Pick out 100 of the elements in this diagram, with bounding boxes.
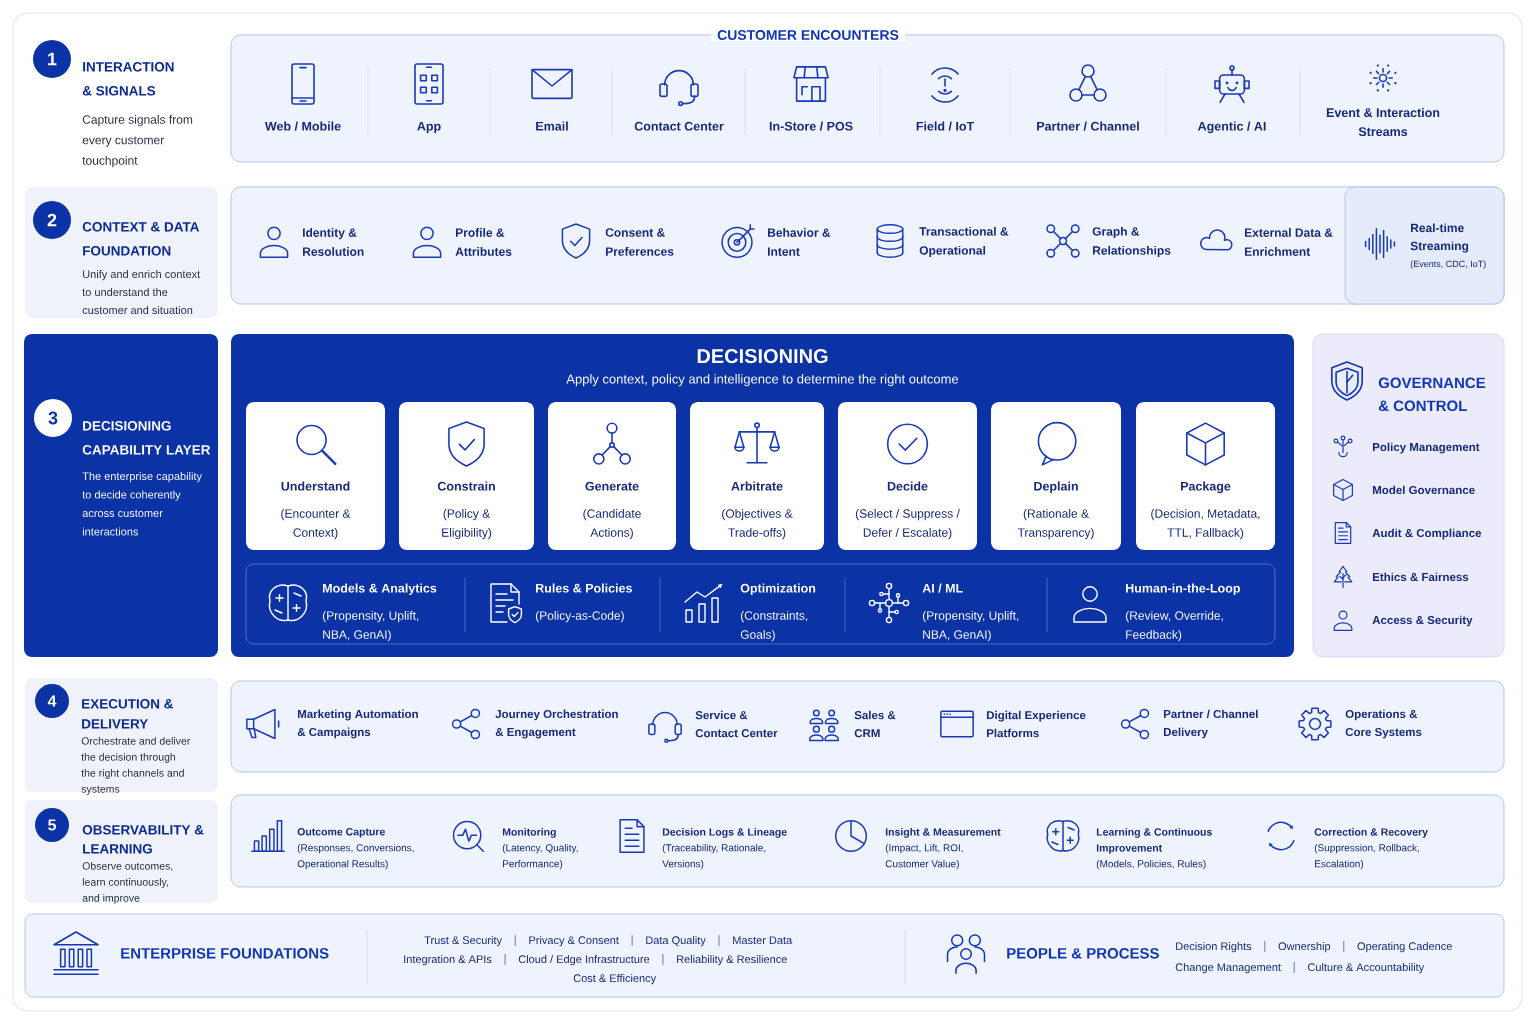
row-title: DECISIONING CAPABILITY LAYER	[82, 421, 211, 455]
item-label: Agentic / AI	[1197, 121, 1266, 134]
card-description: (Candidate Actions)	[583, 509, 641, 540]
item-description: (Responses, Conversions, Operational Results)	[297, 844, 414, 870]
card-description: (Encounter & Context)	[281, 509, 351, 540]
item-label: App	[417, 121, 441, 134]
list-item: Master Data	[733, 936, 793, 945]
item-description: (Models, Policies, Rules)	[1096, 860, 1206, 870]
card-title: Decide	[887, 481, 928, 491]
item-label: Journey Orchestration & Engagement	[495, 709, 618, 739]
card-title: Constrain	[437, 481, 495, 491]
number-badge: 5	[35, 808, 69, 842]
item-heading: Decision Logs & Lineage	[662, 828, 787, 838]
band-title: ENTERPRISE FOUNDATIONS	[121, 948, 329, 959]
item-label: Event & Interaction Streams	[1326, 107, 1440, 137]
section-title: CUSTOMER ENCOUNTERS	[711, 29, 905, 41]
step-card	[1136, 402, 1275, 550]
item-description: (Propensity, Uplift, NBA, GenAI)	[922, 611, 1019, 642]
item-label: Partner / Channel Delivery	[1164, 709, 1258, 739]
item-label: Contact Center	[634, 121, 724, 131]
item-description: (Events, CDC, IoT)	[1410, 260, 1486, 269]
row-description: Unify and enrich context to understand the customer and situation	[82, 270, 201, 315]
item-label: Graph & Relationships	[1092, 226, 1171, 258]
item-description: (Suppression, Rollback, Escalation)	[1314, 844, 1419, 870]
card-title: Deplain	[1034, 481, 1078, 494]
foundation-band	[24, 913, 1505, 998]
list-item: Decision Rights	[1176, 942, 1252, 953]
number-badge: 2	[33, 201, 71, 239]
step-card	[690, 402, 824, 550]
step-card	[246, 402, 385, 550]
row-description: The enterprise capability to decide coherently across customer interactions	[82, 472, 202, 536]
step-card	[838, 402, 977, 550]
step-card	[399, 402, 534, 550]
panel-title: DECISIONING	[697, 349, 828, 364]
step-card	[991, 402, 1121, 550]
item-label: External Data & Enrichment	[1245, 228, 1333, 256]
number-badge: 4	[35, 684, 69, 718]
item-label: Partner / Channel	[1037, 121, 1139, 131]
card-description: (Decision, Metadata, TTL, Fallback)	[1151, 509, 1260, 540]
item-label: Web / Mobile	[264, 121, 341, 131]
row-title: OBSERVABILITY & LEARNING	[82, 825, 204, 854]
section-panel	[230, 29, 1505, 163]
row-header-panel	[25, 187, 218, 318]
row-description: Observe outcomes, learn continuously, and improve	[82, 862, 173, 904]
item-description: (Traceability, Rationale, Versions)	[662, 844, 766, 870]
row-header-panel	[24, 334, 218, 657]
row-title: EXECUTION & DELIVERY	[82, 699, 174, 729]
item-heading: Outcome Capture	[297, 828, 385, 838]
item-description: (Propensity, Uplift, NBA, GenAI)	[322, 611, 419, 642]
item-label: Ethics & Fairness	[1373, 572, 1469, 582]
band-title: PEOPLE & PROCESS	[1007, 948, 1159, 959]
item-description: (Latency, Quality, Performance)	[502, 844, 578, 870]
number-badge: 3	[34, 399, 72, 437]
card-description: (Policy & Eligibility)	[442, 509, 492, 540]
item-description: (Constraints, Goals)	[740, 611, 808, 642]
row-title: INTERACTION & SIGNALS	[82, 62, 174, 96]
item-heading: Insight & Measurement	[885, 828, 1001, 838]
item-heading: Rules & Policies	[536, 583, 632, 593]
item-label: Service & Contact Center	[695, 710, 778, 738]
row-header-panel	[25, 800, 218, 904]
item-label: Behavior & Intent	[768, 228, 831, 256]
item-heading: AI / ML	[922, 583, 963, 593]
card-description: (Select / Suppress / Defer / Escalate)	[855, 509, 960, 540]
item-heading: Correction & Recovery	[1314, 828, 1428, 838]
list-item: Culture & Accountability	[1307, 963, 1425, 974]
item-label: Email	[536, 121, 568, 131]
panel-subtitle: Apply context, policy and intelligence to determine the right outcome	[566, 374, 959, 387]
item-label: Identity & Resolution	[303, 228, 364, 256]
list-item: Operating Cadence	[1357, 942, 1452, 953]
list-item: Cloud / Edge Infrastructure	[518, 955, 650, 966]
item-label: Policy Management	[1373, 442, 1480, 454]
item-label: Transactional & Operational	[919, 226, 1009, 258]
item-description: (Policy-as-Code)	[535, 611, 624, 623]
number-badge: 1	[33, 40, 71, 78]
item-heading: Human-in-the-Loop	[1126, 583, 1240, 596]
panel-title: GOVERNANCE & CONTROL	[1378, 377, 1486, 412]
row-description: Orchestrate and deliver the decision through the right channels and systems	[81, 737, 191, 795]
item-heading: Optimization	[740, 583, 816, 596]
card-title: Generate	[585, 481, 639, 491]
row-header-panel	[25, 678, 218, 795]
card-title: Arbitrate	[731, 481, 783, 491]
item-heading: Learning & Continuous Improvement	[1096, 828, 1212, 854]
item-label: Marketing Automation & Campaigns	[297, 709, 418, 739]
row-title: CONTEXT & DATA FOUNDATION	[82, 222, 200, 256]
list-item: Ownership	[1278, 942, 1331, 953]
item-label: Real-time Streaming	[1410, 223, 1469, 253]
sub-panel	[1344, 186, 1505, 305]
item-description: (Review, Override, Feedback)	[1125, 611, 1223, 642]
capability-strip	[245, 563, 1276, 645]
item-description: (Impact, Lift, ROI, Customer Value)	[885, 844, 963, 870]
item-label: Access & Security	[1372, 615, 1473, 627]
card-description: (Objectives & Trade-offs)	[722, 509, 793, 540]
item-label: Consent & Preferences	[605, 228, 674, 256]
row-description: Capture signals from every customer touchpoint	[82, 115, 193, 168]
item-label: Field / IoT	[916, 121, 975, 131]
section-panel	[230, 680, 1505, 773]
item-heading: Models & Analytics	[323, 583, 437, 596]
list-item: Privacy & Consent	[529, 936, 619, 947]
item-label: Model Governance	[1373, 485, 1475, 495]
item-label: Sales & CRM	[854, 710, 896, 738]
